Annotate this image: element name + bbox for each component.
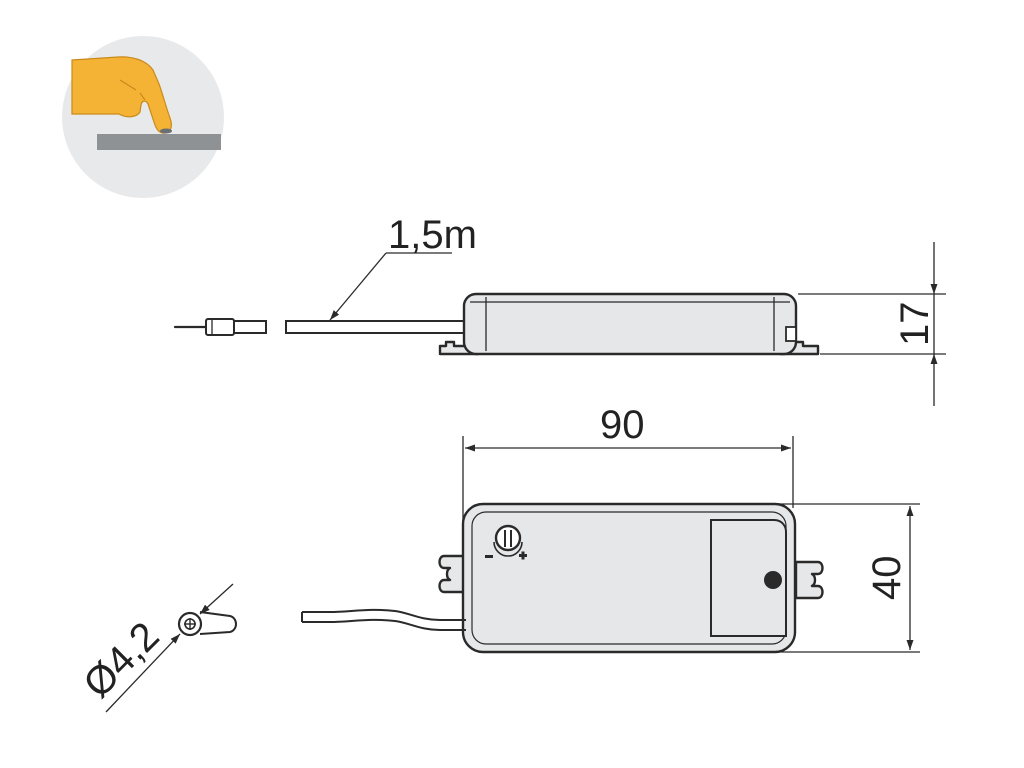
cable-end-ring <box>177 611 237 637</box>
height-dimension: 17 <box>798 242 946 406</box>
hole-dimension: Ø4,2 <box>75 583 234 713</box>
housing-side <box>462 292 798 356</box>
touch-button-dot <box>764 571 782 589</box>
cable <box>285 320 469 334</box>
dimmer-knob-icon <box>485 524 527 560</box>
touch-press-icon <box>62 36 224 198</box>
cable-top <box>302 608 466 631</box>
cable-plug <box>173 318 267 336</box>
length-label: 90 <box>600 403 645 447</box>
width-label: 40 <box>865 556 909 601</box>
top-view: 90 <box>75 403 920 713</box>
cable-length-label: 1,5m <box>388 213 477 257</box>
hole-diameter-label: Ø4,2 <box>75 614 167 706</box>
height-label: 17 <box>893 302 937 347</box>
side-view: 1,5m <box>173 213 820 356</box>
width-dimension: 40 <box>775 503 920 653</box>
